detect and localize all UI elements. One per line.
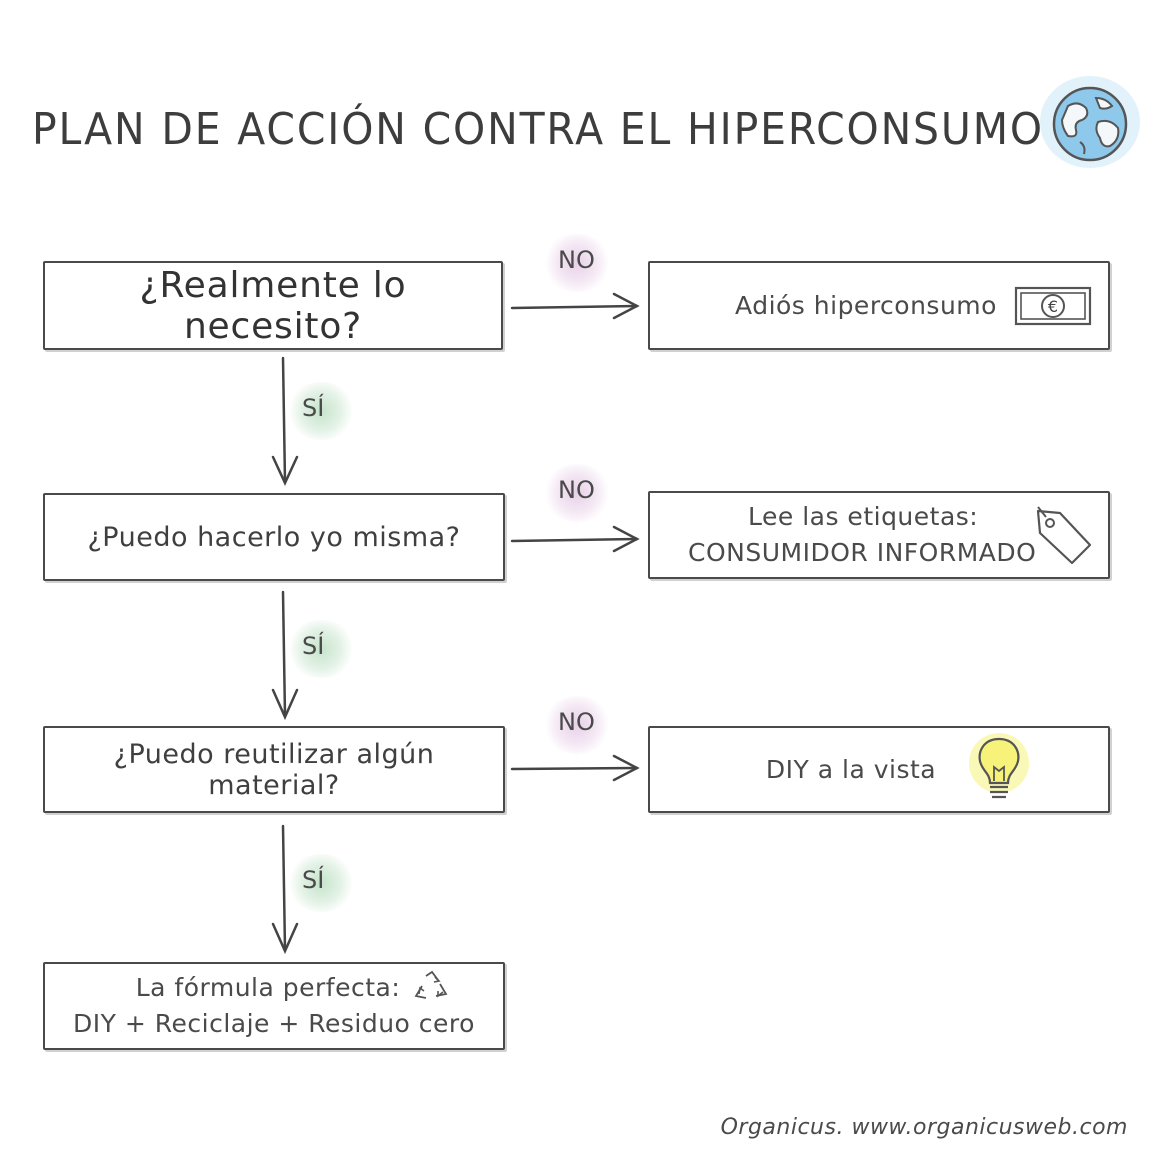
svg-text:€: € [1048,297,1058,316]
euro-banknote-icon: € [1014,286,1092,325]
arrow-si-3 [281,824,287,952]
globe-icon [1040,76,1140,168]
arrow-si-1 [281,356,287,484]
arrow-no-3-head [612,754,640,782]
no-label-1: NO [542,234,612,292]
question-2-text: ¿Puedo hacerlo yo misma? [87,521,461,553]
si-label-2-text: SÍ [302,632,325,660]
arrow-si-1-head [271,455,299,486]
light-bulb-icon [969,732,1030,798]
question-box-3: ¿Puedo reutilizar algún material? [43,726,505,813]
question-box-2: ¿Puedo hacerlo yo misma? [43,493,505,581]
result-2-line2: CONSUMIDOR INFORMADO [688,538,1037,567]
result-box-3: DIY a la vista [648,726,1110,813]
no-label-1-text: NO [558,246,595,274]
si-highlight-3 [286,854,356,912]
arrow-si-2-head [271,688,299,721]
result-1-text: Adiós hiperconsumo [735,291,997,320]
no-highlight-2 [542,464,612,522]
si-label-1: SÍ [286,382,356,440]
final-line1: La fórmula perfecta: [135,972,401,1002]
question-1-text: ¿Realmente lo necesito? [139,264,407,347]
no-label-2: NO [542,464,612,522]
si-label-3-text: SÍ [302,866,325,894]
si-label-3: SÍ [286,854,356,912]
si-label-1-text: SÍ [302,394,325,422]
recycle-icon [414,970,448,999]
result-3-text: DIY a la vista [765,755,937,784]
arrow-si-3-head [271,922,299,955]
result-2-line1: Lee las etiquetas: [748,501,979,531]
no-highlight-1 [542,234,612,292]
si-highlight-2 [286,620,356,678]
arrow-no-1-head [612,292,640,320]
price-tag-icon [1036,506,1092,565]
no-label-3: NO [542,696,612,754]
no-label-3-text: NO [558,708,595,736]
arrow-no-3 [510,766,638,771]
page-title: PLAN DE ACCIÓN CONTRA EL HIPERCONSUMO [32,104,1044,155]
arrow-si-2 [281,590,287,718]
final-line2: DIY + Reciclaje + Residuo cero [73,1009,475,1038]
question-3-text: ¿Puedo reutilizar algún material? [113,738,435,801]
arrow-no-2 [510,537,638,543]
final-line1-row: La fórmula perfecta: [136,970,453,1006]
si-highlight-1 [286,382,356,440]
no-label-2-text: NO [558,476,595,504]
final-box: La fórmula perfecta: DIY + Reciclaje + R… [43,962,505,1050]
no-highlight-3 [542,696,612,754]
result-box-1: Adiós hiperconsumo € [648,261,1110,350]
si-label-2: SÍ [286,620,356,678]
arrow-no-2-head [612,525,640,553]
credit-text: Organicus. www.organicusweb.com [720,1115,1128,1140]
result-box-2: Lee las etiquetas: CONSUMIDOR INFORMADO [648,491,1110,579]
arrow-no-1 [510,304,638,310]
question-box-1: ¿Realmente lo necesito? [43,261,503,350]
